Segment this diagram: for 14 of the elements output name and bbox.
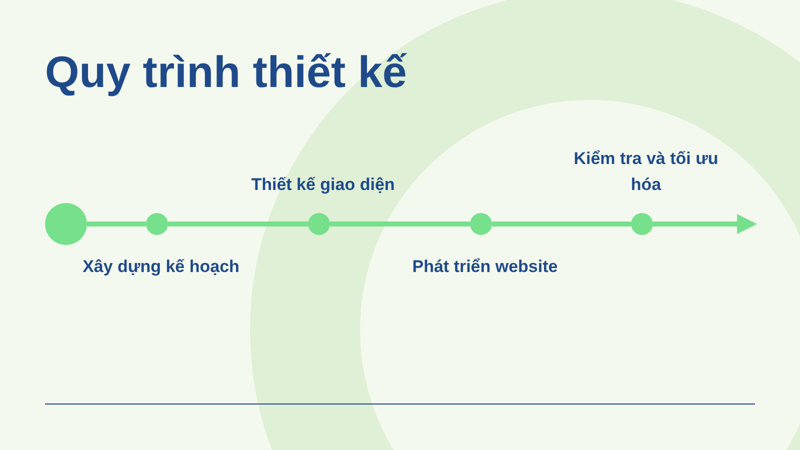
milestone-dot [146, 213, 168, 235]
title: Quy trình thiết kế [45, 48, 407, 98]
arrow [653, 214, 757, 234]
start-circle [45, 203, 87, 245]
milestone-dot [631, 213, 653, 235]
step-label: Phát triển website [411, 256, 559, 278]
milestone-dot [470, 213, 492, 235]
step-label: Thiết kế giao diện [250, 174, 396, 196]
connector-line [330, 222, 470, 226]
step-label: Xây dựng kế hoạch [82, 256, 240, 278]
step-label: Kiểm tra và tối ưu hóa [572, 148, 720, 196]
connector-line [492, 222, 631, 226]
connector-line [87, 222, 146, 226]
connector-line [168, 222, 308, 226]
